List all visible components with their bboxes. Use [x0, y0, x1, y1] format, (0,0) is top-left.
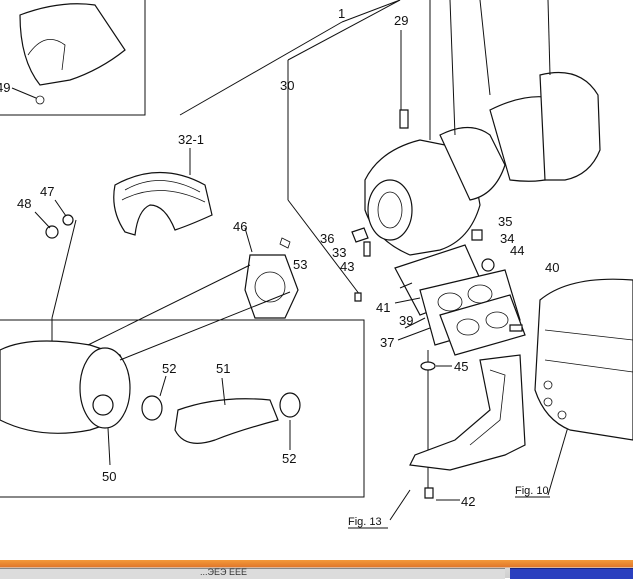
- fig-13-reference: Fig. 13: [348, 516, 382, 528]
- label-44: 44: [510, 243, 524, 258]
- label-36: 36: [320, 231, 334, 246]
- taskbar-app-button[interactable]: ...ЭЕЭ ЕЕЕ: [0, 567, 505, 579]
- inset-box-heat-shield: [0, 0, 146, 116]
- label-42: 42: [461, 494, 475, 509]
- label-34: 34: [500, 231, 514, 246]
- engine-block: [534, 278, 633, 441]
- figure-references: Fig. 13 Fig. 10: [348, 485, 550, 529]
- exhaust-elbow: [394, 244, 526, 356]
- label-30: 30: [280, 78, 294, 93]
- taskbar: ...ЭЕЭ ЕЕЕ: [0, 560, 633, 579]
- label-35: 35: [498, 214, 512, 229]
- label-52-lower: 52: [282, 451, 296, 466]
- taskbar-app-label: ...ЭЕЭ ЕЕЕ: [200, 567, 247, 577]
- part-labels: 1 29 30 32-1 47 48 49 46 53 36 33 43 35 …: [0, 6, 559, 509]
- label-48: 48: [17, 196, 31, 211]
- label-43: 43: [340, 259, 354, 274]
- label-37: 37: [380, 335, 394, 350]
- label-45: 45: [454, 359, 468, 374]
- air-cleaner: [0, 264, 291, 466]
- label-53: 53: [293, 257, 307, 272]
- label-51: 51: [216, 361, 230, 376]
- heat-shield-blanket: [113, 171, 213, 236]
- parts-diagram: 1 29 30 32-1 47 48 49 46 53 36 33 43 35 …: [0, 0, 633, 529]
- label-46: 46: [233, 219, 247, 234]
- label-49: 49: [0, 80, 10, 95]
- label-29: 29: [394, 13, 408, 28]
- gasket: [244, 227, 299, 319]
- label-1: 1: [338, 6, 345, 21]
- bracket: [409, 354, 526, 501]
- washer: [420, 361, 452, 371]
- label-32-1: 32-1: [178, 132, 204, 147]
- leader-lines: [51, 0, 571, 521]
- inset-box-intake: [0, 319, 365, 498]
- hose-and-clamps: [141, 375, 301, 450]
- label-39: 39: [399, 313, 413, 328]
- label-50: 50: [102, 469, 116, 484]
- nut-washer-parts: [34, 199, 74, 239]
- label-47: 47: [40, 184, 54, 199]
- fig-10-reference: Fig. 10: [515, 485, 549, 497]
- label-40: 40: [545, 260, 559, 275]
- bolts-cluster: [351, 227, 495, 302]
- label-52-upper: 52: [162, 361, 176, 376]
- label-41: 41: [376, 300, 390, 315]
- taskbar-active-button[interactable]: [510, 568, 633, 579]
- turbocharger: [364, 0, 601, 256]
- label-33: 33: [332, 245, 346, 260]
